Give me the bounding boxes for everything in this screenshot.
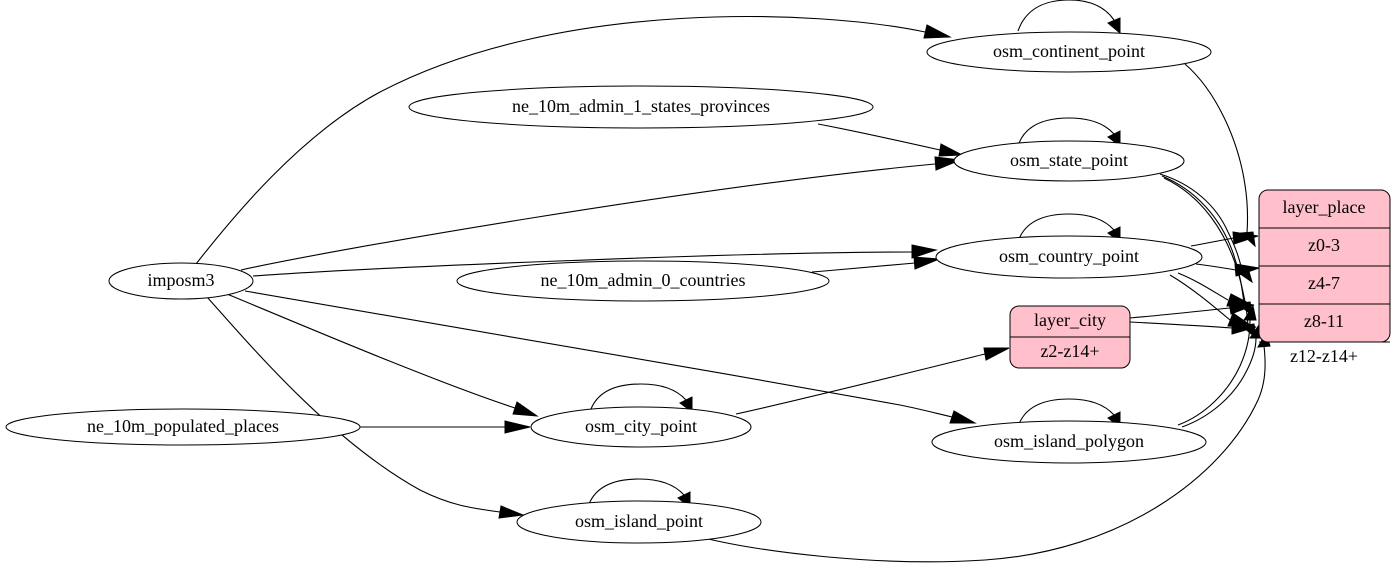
edge-imposm3-to-osm_island_polygon [244, 290, 977, 424]
edge-osm_island_polygon-to-layer_place-z8-11 [1177, 304, 1257, 426]
edge-osm_island_polygon-to-layer_place-z12-z14 [1181, 323, 1263, 428]
node-osm_island_point[interactable]: osm_island_point [516, 500, 762, 544]
node-imposm3[interactable]: imposm3 [108, 262, 254, 300]
layer_place-row-z0-3[interactable]: z0-3 [1308, 235, 1340, 255]
edge-osm_country_point-to-layer_place-z4-7 [1195, 263, 1260, 277]
layer_place-header: layer_place [1283, 197, 1366, 217]
node-layer_place[interactable]: layer_place z0-3 z4-7 z8-11 z12-z14+ [1258, 189, 1391, 366]
layer_place-row-z4-7[interactable]: z4-7 [1308, 273, 1340, 293]
node-osm_city_point[interactable]: osm_city_point [530, 406, 752, 448]
edge-imposm3-to-osm_island_point [206, 296, 525, 519]
node-ne_10m_admin_1_states_provinces-label: ne_10m_admin_1_states_provinces [512, 96, 770, 116]
edge-populated_places-to-osm_city_point [360, 420, 531, 434]
edge-imposm3-to-osm_country_point [252, 244, 938, 277]
self-loop-osm_continent_point [1017, 0, 1121, 35]
self-loop-osm_city_point [590, 383, 693, 413]
node-osm_island_point-label: osm_island_point [575, 511, 703, 531]
node-osm_state_point[interactable]: osm_state_point [953, 140, 1185, 182]
edge-countries-to-osm_country_point [811, 256, 940, 273]
edge-osm_continent_point-to-layer_place-z0-3 [1184, 63, 1256, 248]
edge-layer_city-to-layer_place-z12-z14 [1129, 321, 1257, 335]
node-imposm3-label: imposm3 [147, 270, 214, 290]
edge-states_provinces-to-osm_state_point [817, 123, 964, 157]
record-layer: layer_city z2-z14+ layer_place z0-3 z4-7… [1009, 189, 1391, 369]
edge-imposm3-to-osm_state_point [240, 156, 962, 271]
node-osm_island_polygon[interactable]: osm_island_polygon [931, 420, 1207, 464]
edge-osm_country_point-to-layer_place-z8-11 [1177, 272, 1254, 307]
layer_place-row-z8-11[interactable]: z8-11 [1304, 311, 1344, 331]
node-ne_10m_admin_0_countries-label: ne_10m_admin_0_countries [541, 270, 746, 290]
edge-osm_country_point-to-layer_place-z0-3 [1190, 231, 1259, 247]
node-ne_10m_populated_places-label: ne_10m_populated_places [87, 416, 279, 436]
layer_city-header: layer_city [1034, 310, 1106, 330]
layer_city-row-z2-z14[interactable]: z2-z14+ [1040, 341, 1099, 361]
node-osm_continent_point-label: osm_continent_point [993, 41, 1145, 61]
edge-imposm3-to-osm_continent_point [195, 15, 952, 265]
node-osm_continent_point[interactable]: osm_continent_point [926, 31, 1212, 73]
node-osm_country_point-label: osm_country_point [999, 246, 1139, 266]
edge-osm_city_point-to-layer_city [735, 347, 1010, 415]
node-osm_state_point-label: osm_state_point [1010, 150, 1128, 170]
node-osm_island_polygon-label: osm_island_polygon [994, 431, 1144, 451]
node-osm_country_point[interactable]: osm_country_point [935, 235, 1203, 279]
edge-layer_city-to-layer_place-z8-11 [1129, 301, 1255, 319]
node-ne_10m_populated_places[interactable]: ne_10m_populated_places [5, 408, 361, 446]
node-layer_city[interactable]: layer_city z2-z14+ [1009, 305, 1131, 369]
layer_place-row-z12-z14[interactable]: z12-z14+ [1290, 346, 1358, 366]
edge-imposm3-to-osm_city_point [226, 293, 539, 417]
self-loop-osm_state_point [1018, 117, 1121, 147]
node-osm_city_point-label: osm_city_point [585, 416, 697, 436]
node-ne_10m_admin_1_states_provinces[interactable]: ne_10m_admin_1_states_provinces [408, 85, 874, 129]
node-layer: imposm3 ne_10m_populated_places ne_10m_a… [5, 31, 1212, 544]
node-ne_10m_admin_0_countries[interactable]: ne_10m_admin_0_countries [456, 260, 830, 302]
